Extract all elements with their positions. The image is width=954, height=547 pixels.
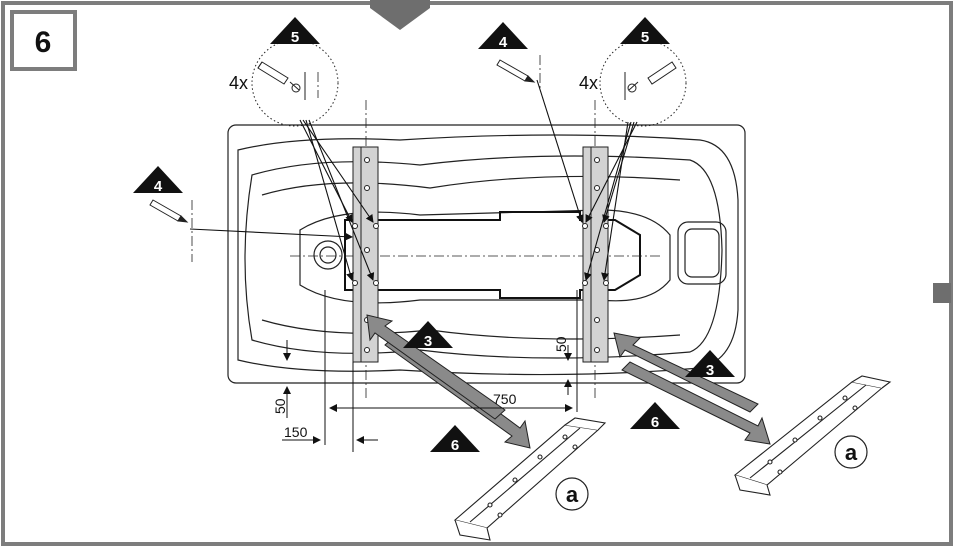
support-rail-right bbox=[582, 146, 609, 363]
callout-6-right: 6 bbox=[630, 402, 680, 431]
svg-text:4: 4 bbox=[499, 34, 508, 51]
svg-text:a: a bbox=[845, 440, 858, 465]
svg-text:5: 5 bbox=[641, 29, 649, 46]
screw-detail-left: 4x bbox=[229, 39, 339, 127]
callout-4-left: 4 bbox=[133, 166, 183, 195]
dimension-150: 150 bbox=[284, 424, 308, 440]
callout-5-left: 5 bbox=[270, 17, 320, 46]
screw-icon bbox=[257, 61, 306, 100]
callout-3-left: 3 bbox=[403, 321, 453, 350]
svg-text:5: 5 bbox=[291, 29, 299, 46]
dimension-50-mid: 50 bbox=[553, 336, 569, 352]
bathtub bbox=[227, 124, 746, 384]
step-number-box: 6 bbox=[10, 10, 77, 71]
loose-rail-left bbox=[453, 417, 607, 541]
svg-text:6: 6 bbox=[651, 414, 659, 431]
leader-lines bbox=[189, 79, 638, 281]
svg-text:a: a bbox=[566, 482, 579, 507]
quantity-label-right: 4x bbox=[579, 73, 598, 93]
dimension-750: 750 bbox=[493, 391, 517, 407]
callout-6-left: 6 bbox=[430, 425, 480, 454]
pencil-icon bbox=[149, 199, 189, 223]
down-arrow-icon bbox=[370, 0, 430, 30]
part-label-a-left: a bbox=[555, 477, 589, 511]
svg-text:3: 3 bbox=[706, 362, 714, 379]
side-tab-icon bbox=[933, 283, 951, 303]
screw-icon bbox=[624, 61, 677, 100]
dimension-lines bbox=[282, 290, 578, 452]
insert-arrows bbox=[366, 314, 771, 449]
callout-3-right: 3 bbox=[685, 350, 735, 379]
step-number: 6 bbox=[35, 26, 52, 59]
support-plate bbox=[344, 211, 641, 299]
pencil-icon bbox=[496, 59, 536, 83]
dimension-50-left: 50 bbox=[272, 398, 288, 414]
callout-5-right: 5 bbox=[620, 17, 670, 46]
part-label-a-right: a bbox=[834, 435, 868, 469]
callout-4-top: 4 bbox=[478, 22, 528, 51]
quantity-label-left: 4x bbox=[229, 73, 248, 93]
screw-detail-right: 4x bbox=[579, 39, 687, 127]
loose-rail-right bbox=[733, 375, 892, 496]
svg-text:3: 3 bbox=[424, 333, 432, 350]
svg-text:4: 4 bbox=[154, 178, 163, 195]
svg-text:6: 6 bbox=[451, 437, 459, 454]
